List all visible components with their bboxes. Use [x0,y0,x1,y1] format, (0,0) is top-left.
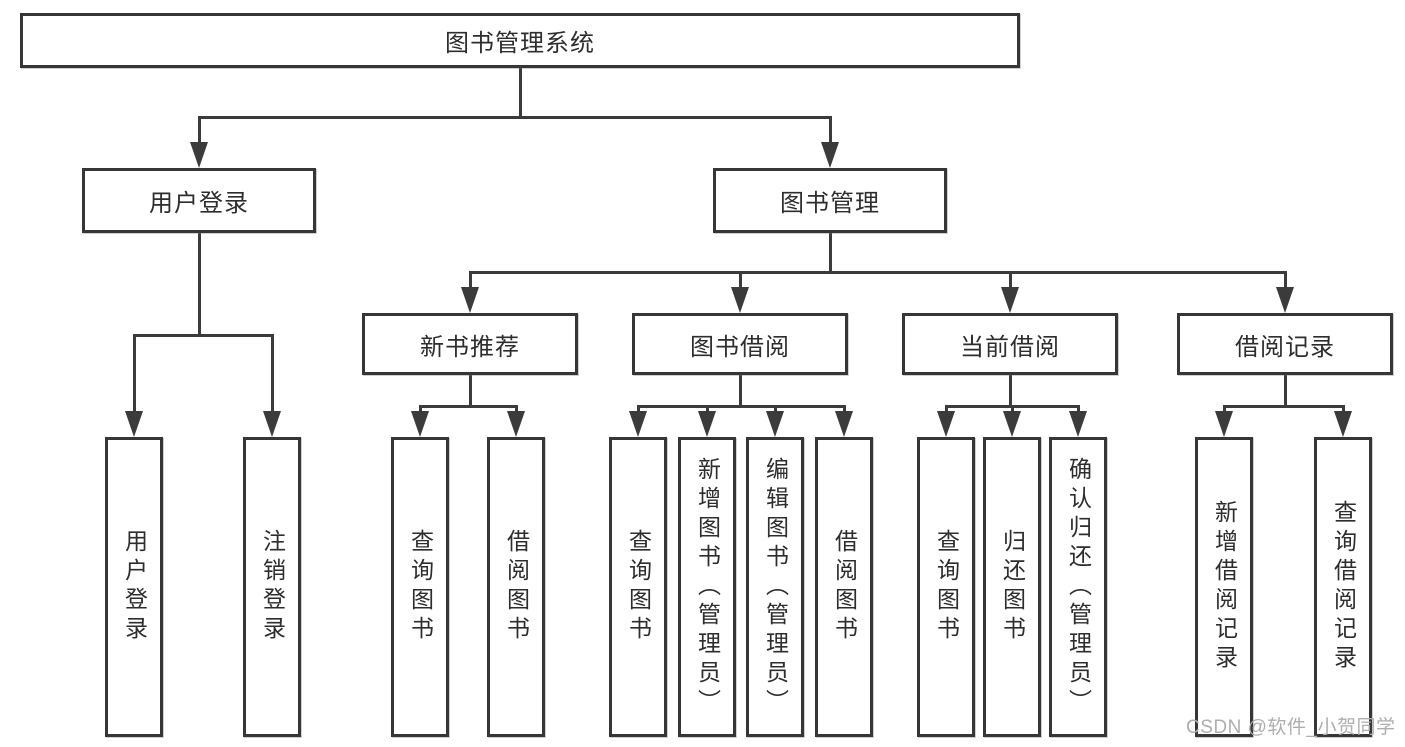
chart-node-label: 用户登录 [149,190,249,217]
arrowhead-down-icon [835,411,853,437]
connector-bar [1222,404,1345,408]
arrowhead-down-icon [125,411,143,437]
chart-node-label: 借阅图书 [503,529,530,645]
chart-node-label: 当前借阅 [960,333,1060,361]
connector-drop [1010,406,1014,415]
arrowhead-down-icon [507,411,525,437]
connector-drop [418,406,422,415]
chart-node-login: 用户登录 [82,168,316,233]
connector-stem [738,375,742,408]
chart-node-label: 图书管理系统 [445,30,595,57]
arrowhead-down-icon [411,411,429,437]
arrowhead-down-icon [461,287,479,313]
arrowhead-down-icon [766,411,784,437]
connector-drop [1341,406,1345,415]
connector-stem [518,68,522,119]
chart-node-borrow: 图书借阅 [632,313,848,375]
arrowhead-down-icon [263,411,281,437]
connector-drop [636,406,640,415]
arrowhead-down-icon [1069,411,1087,437]
chart-node-label: 用户登录 [121,529,148,645]
connector-bar [132,333,274,337]
chart-node-borrow-borrow: 借阅图书 [815,437,873,737]
chart-node-rec-borrow: 借阅图书 [487,437,545,737]
connector-drop [705,406,709,415]
chart-node-current: 当前借阅 [902,313,1118,375]
connector-bar [418,404,518,408]
connector-drop [132,335,136,415]
arrowhead-down-icon [629,411,647,437]
chart-node-label: 查询借阅记录 [1330,500,1357,674]
connector-bar [468,270,1287,274]
chart-node-hist-add: 新增借阅记录 [1195,437,1253,737]
connector-stem [468,375,472,408]
chart-node-user-login: 用户登录 [105,437,163,737]
chart-node-label: 查询图书 [625,529,652,645]
chart-node-label: 编辑图书（管理员） [762,456,789,718]
chart-node-label: 图书借阅 [690,333,790,361]
chart-node-label: 确认归还（管理员） [1065,456,1092,718]
chart-node-label: 注销登录 [259,529,286,645]
connector-drop [514,406,518,415]
chart-node-logout: 注销登录 [243,437,301,737]
connector-drop [1222,406,1226,415]
connector-bar [636,404,846,408]
chart-node-rec-query: 查询图书 [391,437,449,737]
chart-node-label: 查询图书 [933,529,960,645]
connector-drop [773,406,777,415]
arrowhead-down-icon [821,142,839,168]
chart-node-rec: 新书推荐 [362,313,578,375]
connector-stem [828,233,832,274]
connector-drop [468,272,472,291]
connector-stem [197,233,201,337]
chart-node-label: 查询图书 [407,529,434,645]
arrowhead-down-icon [1215,411,1233,437]
chart-node-label: 归还图书 [999,529,1026,645]
connector-bar [197,115,832,119]
arrowhead-down-icon [731,287,749,313]
connector-drop [270,335,274,415]
chart-node-label: 新书推荐 [420,333,520,361]
connector-drop [842,406,846,415]
connector-stem [1008,375,1012,408]
chart-node-borrow-edit: 编辑图书（管理员） [746,437,804,737]
connector-stem [1283,375,1287,408]
chart-node-label: 新增图书（管理员） [694,456,721,718]
chart-node-cur-return: 归还图书 [983,437,1041,737]
arrowhead-down-icon [1334,411,1352,437]
connector-drop [738,272,742,291]
arrowhead-down-icon [937,411,955,437]
chart-node-label: 借阅记录 [1235,333,1335,361]
arrowhead-down-icon [1003,411,1021,437]
arrowhead-down-icon [1001,287,1019,313]
connector-drop [197,117,201,146]
chart-node-label: 图书管理 [780,190,880,217]
arrowhead-down-icon [1276,287,1294,313]
connector-drop [944,406,948,415]
chart-node-manage: 图书管理 [713,168,947,233]
connector-drop [1283,272,1287,291]
chart-node-cur-confirm: 确认归还（管理员） [1049,437,1107,737]
chart-node-label: 新增借阅记录 [1211,500,1238,674]
chart-node-cur-query: 查询图书 [917,437,975,737]
connector-drop [1008,272,1012,291]
chart-node-history: 借阅记录 [1177,313,1393,375]
chart-node-borrow-add: 新增图书（管理员） [678,437,736,737]
chart-node-hist-query: 查询借阅记录 [1314,437,1372,737]
arrowhead-down-icon [190,142,208,168]
connector-drop [1076,406,1080,415]
chart-node-label: 借阅图书 [831,529,858,645]
chart-node-root: 图书管理系统 [20,13,1020,68]
chart-node-borrow-query: 查询图书 [609,437,667,737]
arrowhead-down-icon [698,411,716,437]
connector-drop [828,117,832,146]
csdn-watermark: CSDN @软件_小贺同学 [1186,717,1396,738]
